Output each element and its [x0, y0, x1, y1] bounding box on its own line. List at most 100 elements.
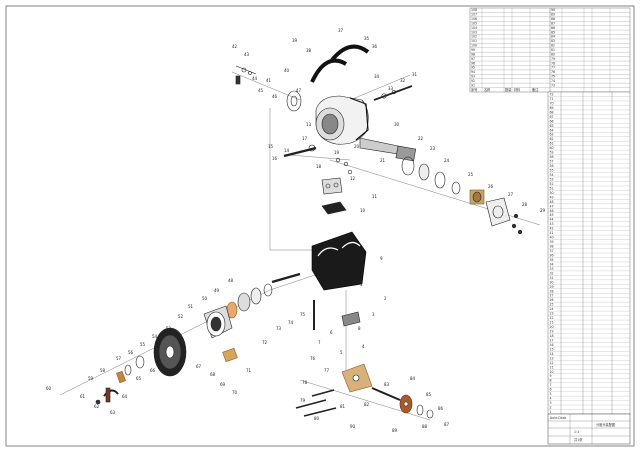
top-table-id: 85: [551, 30, 555, 34]
bom-row-id: 14: [550, 352, 554, 356]
part-label: 67: [196, 364, 202, 369]
top-table-id: 103: [471, 30, 477, 34]
top-left-screw-cluster: [235, 65, 257, 85]
part-label: 30: [394, 122, 400, 127]
clamp-half-left: [310, 58, 348, 83]
part-label: 6: [330, 330, 333, 335]
part-label: 20: [354, 144, 360, 149]
bom-row-id: 37: [550, 249, 554, 253]
top-table-id: 89: [551, 13, 555, 17]
part-label: 23: [430, 146, 436, 151]
bom-row-id: 68: [550, 110, 554, 114]
part-label: 12: [350, 176, 356, 181]
bom-row-id: 72: [550, 92, 554, 96]
bom-row-id: 10: [550, 370, 554, 374]
washer-ring-top: [286, 90, 302, 112]
part-label: 83: [384, 382, 390, 387]
part-label: 34: [374, 74, 380, 79]
top-table-header: 名称: [484, 87, 491, 92]
top-table-id: 96: [471, 61, 475, 65]
part-label: 25: [468, 172, 474, 177]
top-table-id: 74: [551, 79, 555, 83]
main-housing: [315, 95, 369, 145]
bom-row-id: 33: [550, 267, 554, 271]
part-label: 57: [116, 356, 122, 361]
part-label: 56: [128, 350, 134, 355]
part-label: 90: [350, 424, 356, 429]
part-label: 43: [244, 52, 250, 57]
part-label: 54: [152, 334, 158, 339]
top-table-header: 备注: [532, 87, 539, 92]
part-label: 22: [418, 136, 424, 141]
bom-row-id: 27: [550, 294, 554, 298]
part-label: 5: [340, 350, 343, 355]
title-block-sheet: 共1张: [574, 437, 583, 442]
top-table-id: 87: [551, 21, 555, 25]
bom-row-id: 71: [550, 97, 554, 101]
bom-row-id: 48: [550, 200, 554, 204]
part-label: 26: [488, 184, 494, 189]
top-table-id: 99: [471, 48, 475, 52]
bom-row-id: 47: [550, 204, 554, 208]
part-label: 40: [284, 68, 290, 73]
bom-row-id: 35: [550, 258, 554, 262]
bom-row-id: 65: [550, 124, 554, 128]
top-table-id: 78: [551, 61, 555, 65]
bom-row-id: 67: [550, 115, 554, 119]
bom-row-id: 24: [550, 307, 554, 311]
part-label: 36: [372, 44, 378, 49]
part-label: 10: [360, 208, 366, 213]
part-label: 77: [324, 368, 330, 373]
top-right-small-shaft: [373, 85, 413, 101]
top-table-id: 104: [471, 26, 477, 30]
part-label: 24: [444, 158, 450, 163]
bom-row-id: 17: [550, 338, 554, 342]
part-label: 75: [300, 312, 306, 317]
bom-row-id: 4: [550, 397, 552, 401]
bom-row-id: 45: [550, 213, 554, 217]
part-label: 86: [438, 406, 444, 411]
bom-row-id: 25: [550, 303, 554, 307]
bom-row-id: 49: [550, 195, 554, 199]
middle-shaft: [226, 272, 301, 319]
part-label: 89: [392, 428, 398, 433]
bom-row-id: 69: [550, 106, 554, 110]
bom-row-id: 41: [550, 231, 554, 235]
bom-row-id: 64: [550, 128, 554, 132]
bom-row-id: 38: [550, 245, 554, 249]
part-label: 51: [188, 304, 194, 309]
top-table-header: 序号: [471, 87, 477, 92]
top-table-id: 77: [551, 66, 555, 70]
part-label: 28: [522, 202, 528, 207]
bom-row-id: 29: [550, 285, 554, 289]
part-label: 8: [358, 326, 361, 331]
top-table-id: 102: [471, 35, 477, 39]
base-body: [311, 231, 367, 291]
part-label: 79: [300, 398, 306, 403]
part-label: 32: [400, 78, 406, 83]
small-shaft-left: [283, 144, 317, 158]
part-label: 72: [262, 340, 268, 345]
part-label: 76: [310, 356, 316, 361]
top-table-id: 93: [471, 75, 475, 79]
part-label: 19: [334, 150, 340, 155]
bom-row-id: 43: [550, 222, 554, 226]
part-label: 31: [412, 72, 418, 77]
part-label: 13: [306, 122, 312, 127]
part-label: 3: [372, 312, 375, 317]
part-label: 87: [444, 422, 450, 427]
part-label: 59: [88, 376, 94, 381]
bom-table: 7271706968676665646362616059585756555453…: [547, 91, 631, 415]
bom-row-id: 58: [550, 155, 554, 159]
bom-row-id: 3: [550, 401, 552, 405]
part-label: 33: [388, 86, 394, 91]
part-label: 73: [276, 326, 282, 331]
bom-row-id: 42: [550, 227, 554, 231]
part-label: 37: [338, 28, 344, 33]
top-table-id: 75: [551, 75, 555, 79]
part-label: 44: [252, 76, 258, 81]
part-label: 4: [362, 344, 365, 349]
part-label: 53: [166, 326, 172, 331]
bearing-ring-4: [451, 181, 461, 195]
bearing-ring-1: [401, 156, 415, 176]
